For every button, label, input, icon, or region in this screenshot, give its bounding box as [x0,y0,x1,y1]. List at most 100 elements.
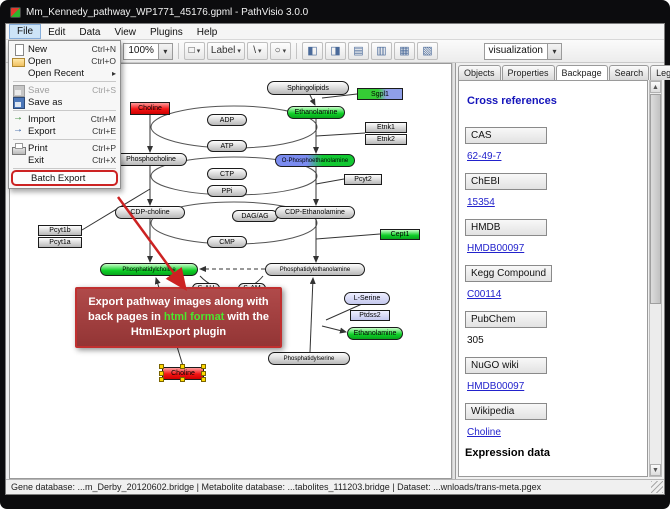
pathway-edge[interactable] [309,277,316,353]
tab-backpage[interactable]: Backpage [555,65,608,80]
open-icon [12,56,25,67]
pathway-node-dag-ag[interactable]: DAG/AG [232,210,278,222]
selection-handle[interactable] [180,377,185,382]
tab-properties[interactable]: Properties [501,65,555,80]
selection-handle[interactable] [159,370,164,376]
toolbar-align-top-button[interactable]: ▤ [347,42,369,60]
pathway-edge[interactable] [315,233,381,240]
zoom-combo[interactable]: 100%▾ [123,42,173,60]
toolbar-shape-tool-button[interactable]: ○▾ [269,42,291,60]
pathway-node-pcyt2[interactable]: Pcyt2 [344,174,382,185]
scrollbar-thumb[interactable] [650,94,661,304]
file-menu-item-shortcut: Ctrl+S [92,85,116,95]
pathway-node-phosphatidylethanolamine[interactable]: Phosphatidylethanolamine [265,263,365,276]
pathway-node-o-phosphoethanolamine[interactable]: O-Phosphoethanolamine [275,154,355,167]
pathway-node-ethanolamine[interactable]: Ethanolamine [287,106,345,119]
visualization-value: visualization [488,44,543,56]
menu-data[interactable]: Data [79,26,101,38]
pathway-node-pcyt1b[interactable]: Pcyt1b [38,225,82,236]
pathway-node-ppi[interactable]: PPi [207,185,247,197]
visualization-dropdown-icon[interactable]: ▾ [547,43,561,59]
pathway-node-phosphocholine[interactable]: Phosphocholine [115,153,187,166]
panel-splitter[interactable] [452,63,455,479]
visualization-combo[interactable]: visualization ▾ [483,42,562,60]
tab-legend[interactable]: Legend [650,65,670,80]
file-menu-item-open-recent[interactable]: Open Recent▸ [10,67,119,79]
pathway-node-ptdss2[interactable]: Ptdss2 [350,310,390,321]
title-bar[interactable]: Mm_Kennedy_pathway_WP1771_45176.gpml - P… [10,4,660,21]
pathway-node-sgpl1[interactable]: Sgpl1 [357,88,403,100]
label-tool-icon: Label [210,45,236,56]
backpage-link[interactable]: HMDB00097 [467,243,525,254]
backpage-link[interactable]: 15354 [467,197,495,208]
menu-plugins[interactable]: Plugins [149,26,183,38]
file-menu-item-label: Batch Export [31,172,86,184]
zoom-dropdown-icon[interactable]: ▾ [157,43,172,59]
selection-handle[interactable] [180,364,185,369]
backpage-section-title: ChEBI [465,173,547,190]
scroll-down-icon[interactable]: ▼ [650,464,661,476]
pathway-edge[interactable] [325,303,363,321]
toolbar-label-tool-button[interactable]: Label▾ [206,42,245,60]
pathway-node-cmp[interactable]: CMP [207,236,247,248]
tab-search[interactable]: Search [608,65,650,80]
backpage-link[interactable]: Choline [467,427,501,438]
pathway-node-phosphatidylcholine[interactable]: Phosphatidylcholine [100,263,198,276]
toolbar-datanode-tool-button[interactable]: □▾ [183,42,205,60]
menu-file[interactable]: File [9,24,42,39]
selection-handle[interactable] [201,377,206,382]
toolbar-align-middle-button[interactable]: ▥ [370,42,392,60]
side-panel-scrollbar[interactable]: ▲ ▼ [649,80,662,477]
match-width-icon: ▦ [399,44,410,57]
pathway-edge[interactable] [321,325,347,334]
pathway-edge[interactable] [321,93,358,99]
pathway-node-adp[interactable]: ADP [207,114,247,126]
pathway-node-sphingolipids[interactable]: Sphingolipids [267,81,349,95]
pathway-node-cdp-choline[interactable]: CDP-choline [115,206,185,219]
pathway-node-etnk1[interactable]: Etnk1 [365,122,407,133]
pathway-node-cept1[interactable]: Cept1 [380,229,420,240]
scroll-up-icon[interactable]: ▲ [650,81,661,93]
selection-handle[interactable] [159,364,164,369]
selection-handle[interactable] [159,377,164,382]
menu-edit[interactable]: Edit [48,26,66,38]
file-menu-item-shortcut: Ctrl+X [92,155,116,165]
pathway-edge[interactable] [315,178,345,185]
pathway-node-ctp[interactable]: CTP [207,168,247,180]
toolbar-match-width-button[interactable]: ▦ [393,42,415,60]
pathway-node-phosphatidylserine[interactable]: Phosphatidylserine [268,352,350,365]
file-menu-item-save-as[interactable]: Save as [10,96,119,109]
toolbar-align-right-button[interactable]: ◨ [324,42,346,60]
backpage-link[interactable]: C00114 [467,289,502,300]
backpage-link[interactable]: 62-49-7 [467,151,502,162]
pathway-edge[interactable] [309,94,316,106]
selection-handle[interactable] [201,364,206,369]
pathway-node-l-serine[interactable]: L-Serine [344,292,390,305]
pathway-node-ethanolamine[interactable]: Ethanolamine [347,327,403,340]
pathway-node-pcyt1a[interactable]: Pcyt1a [38,237,82,248]
pathway-node-atp[interactable]: ATP [207,140,247,152]
toolbar-align-left-button[interactable]: ◧ [301,42,323,60]
pathway-edge[interactable] [315,132,366,137]
pathway-node-choline[interactable]: Choline [130,102,170,115]
resize-grip[interactable] [651,481,663,493]
backpage-link[interactable]: HMDB00097 [467,381,525,392]
file-menu-item-batch-export[interactable]: Batch Export [13,172,116,184]
tab-objects[interactable]: Objects [458,65,501,80]
pathway-node-etnk2[interactable]: Etnk2 [365,134,407,145]
menu-help[interactable]: Help [196,26,218,38]
toolbar-match-height-button[interactable]: ▧ [416,42,438,60]
toolbar-line-tool-button[interactable]: \▾ [246,42,268,60]
selection-handle[interactable] [201,370,206,376]
pathway-node-cdp-ethanolamine[interactable]: CDP-Ethanolamine [275,206,355,219]
menu-view[interactable]: View [114,26,136,38]
